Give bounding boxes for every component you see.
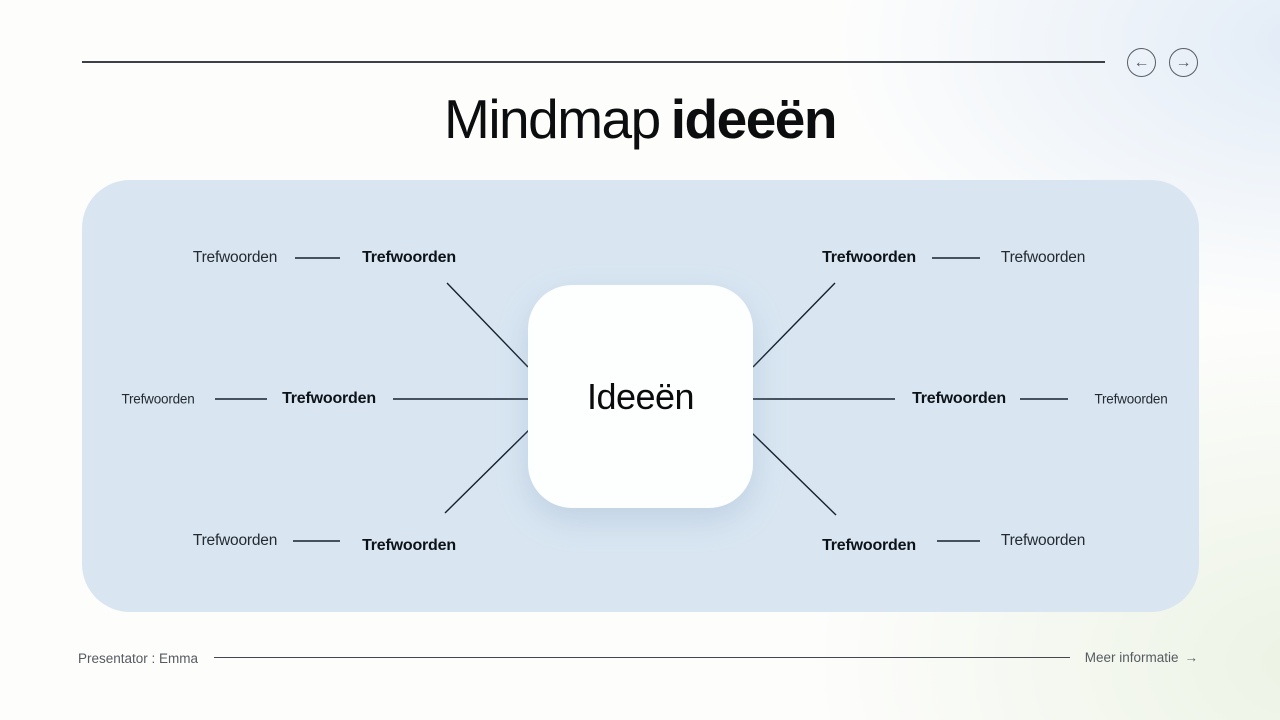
connector-top-left-diagonal	[446, 282, 529, 368]
prev-slide-button[interactable]: ←	[1127, 48, 1156, 77]
footer-divider	[214, 657, 1070, 659]
more-info-label: Meer informatie	[1084, 650, 1179, 665]
mindmap-center-node: Ideeën	[528, 285, 753, 508]
page-title-bold: ideeën	[670, 88, 838, 150]
presenter-label: Presentator : Emma	[78, 651, 199, 666]
arrow-right-icon: →	[1175, 53, 1192, 71]
keyword-top-right-outer: Trefwoorden	[1000, 249, 1086, 266]
header-divider	[82, 61, 1105, 63]
keyword-middle-left-inner: Trefwoorden	[282, 390, 376, 407]
mindmap-panel: Trefwoorden Trefwoorden Trefwoorden Tref…	[82, 180, 1199, 612]
next-slide-button[interactable]: →	[1169, 48, 1198, 77]
keyword-bottom-right-inner: Trefwoorden	[822, 537, 916, 554]
connector-top-right-diagonal	[752, 282, 836, 368]
connector-bottom-left-diagonal	[444, 429, 530, 514]
keyword-top-left-outer: Trefwoorden	[192, 249, 278, 266]
connector-bottom-right-diagonal	[751, 432, 837, 516]
keyword-top-right-inner: Trefwoorden	[822, 249, 916, 266]
keyword-top-left-inner: Trefwoorden	[362, 249, 456, 266]
arrow-right-icon: →	[1184, 650, 1199, 665]
arrow-left-icon: ←	[1133, 53, 1150, 71]
page-title-regular: Mindmap	[444, 88, 661, 150]
keyword-bottom-left-inner: Trefwoorden	[362, 537, 456, 554]
keyword-middle-left-outer: Trefwoorden	[121, 391, 195, 407]
keyword-bottom-right-outer: Trefwoorden	[1000, 532, 1086, 549]
keyword-middle-right-outer: Trefwoorden	[1094, 391, 1168, 407]
more-info-link[interactable]: Meer informatie →	[1085, 650, 1198, 665]
keyword-middle-right-inner: Trefwoorden	[912, 390, 1006, 407]
keyword-bottom-left-outer: Trefwoorden	[192, 532, 278, 549]
mindmap-center-label: Ideeën	[586, 375, 695, 417]
mindmap-connectors	[215, 257, 1068, 542]
